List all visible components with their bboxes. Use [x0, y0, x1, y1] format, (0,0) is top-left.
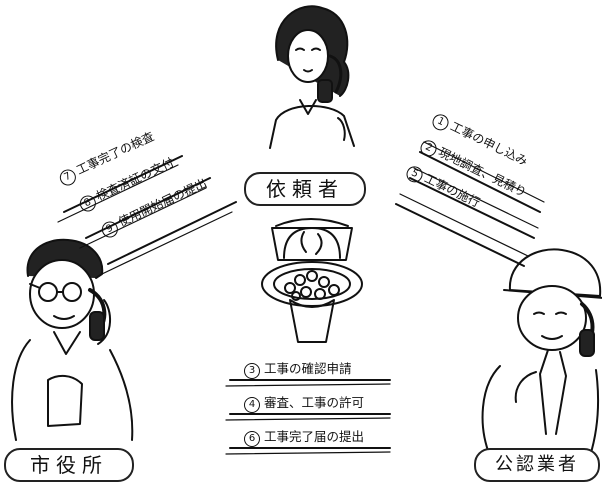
contractor-illustration	[481, 248, 602, 457]
arrow-bar-7	[63, 155, 183, 213]
contractor-label: 公認業者	[474, 448, 600, 482]
toilet-illustration	[261, 218, 363, 343]
city-office-illustration	[11, 238, 134, 441]
requester-illustration	[269, 5, 355, 149]
city-office-label: 市役所	[4, 448, 134, 482]
requester-label: 依頼者	[244, 172, 366, 206]
